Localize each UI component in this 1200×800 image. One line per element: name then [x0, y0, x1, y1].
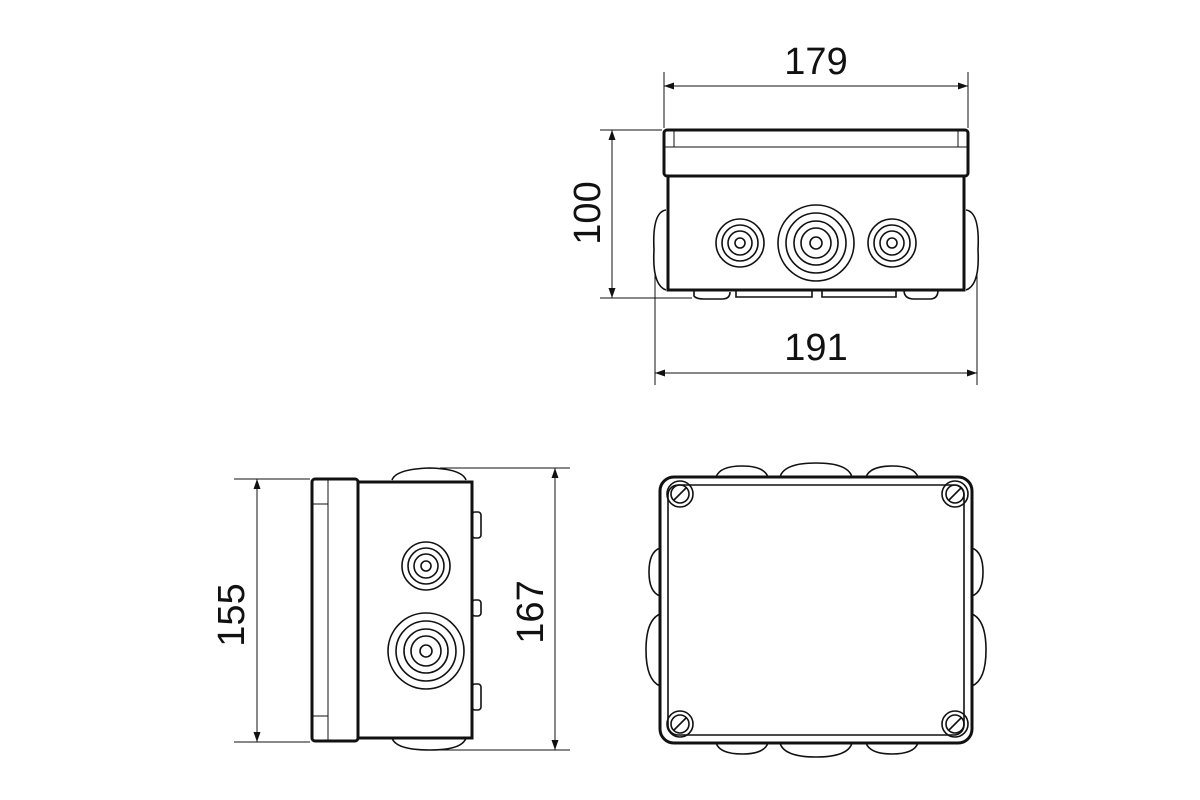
dimension-top-width: 179 [663, 41, 969, 128]
screw-top-right [941, 480, 969, 508]
dim-label-side-body: 155 [211, 583, 253, 646]
dimension-side-total: 167 [440, 467, 570, 751]
front-gland-right [867, 218, 917, 268]
side-view: 155 167 [211, 467, 570, 751]
front-gland-left [715, 218, 765, 268]
dim-label-total-width: 191 [784, 327, 847, 369]
side-lid [310, 477, 360, 743]
front-gland-center [777, 204, 855, 282]
side-body [356, 480, 474, 740]
front-body [666, 174, 966, 292]
screw-top-left [666, 480, 694, 508]
front-side-glands [652, 209, 980, 291]
front-feet [693, 289, 939, 300]
screw-bottom-right [941, 710, 969, 738]
front-lid [662, 128, 970, 178]
dimension-side-body: 155 [211, 478, 310, 743]
dim-label-top-width: 179 [784, 41, 847, 83]
front-view: 179 100 191 [567, 41, 980, 385]
side-gland-small [401, 541, 451, 591]
dim-label-height: 100 [567, 181, 609, 244]
top-lid-inner [667, 484, 965, 736]
top-view [645, 462, 987, 758]
screw-bottom-left [666, 710, 694, 738]
top-lid-outer [658, 475, 974, 745]
side-gland-large [387, 612, 465, 690]
dim-label-side-total: 167 [510, 580, 552, 643]
dimension-total-width: 191 [654, 272, 978, 385]
dimension-height: 100 [567, 129, 692, 299]
